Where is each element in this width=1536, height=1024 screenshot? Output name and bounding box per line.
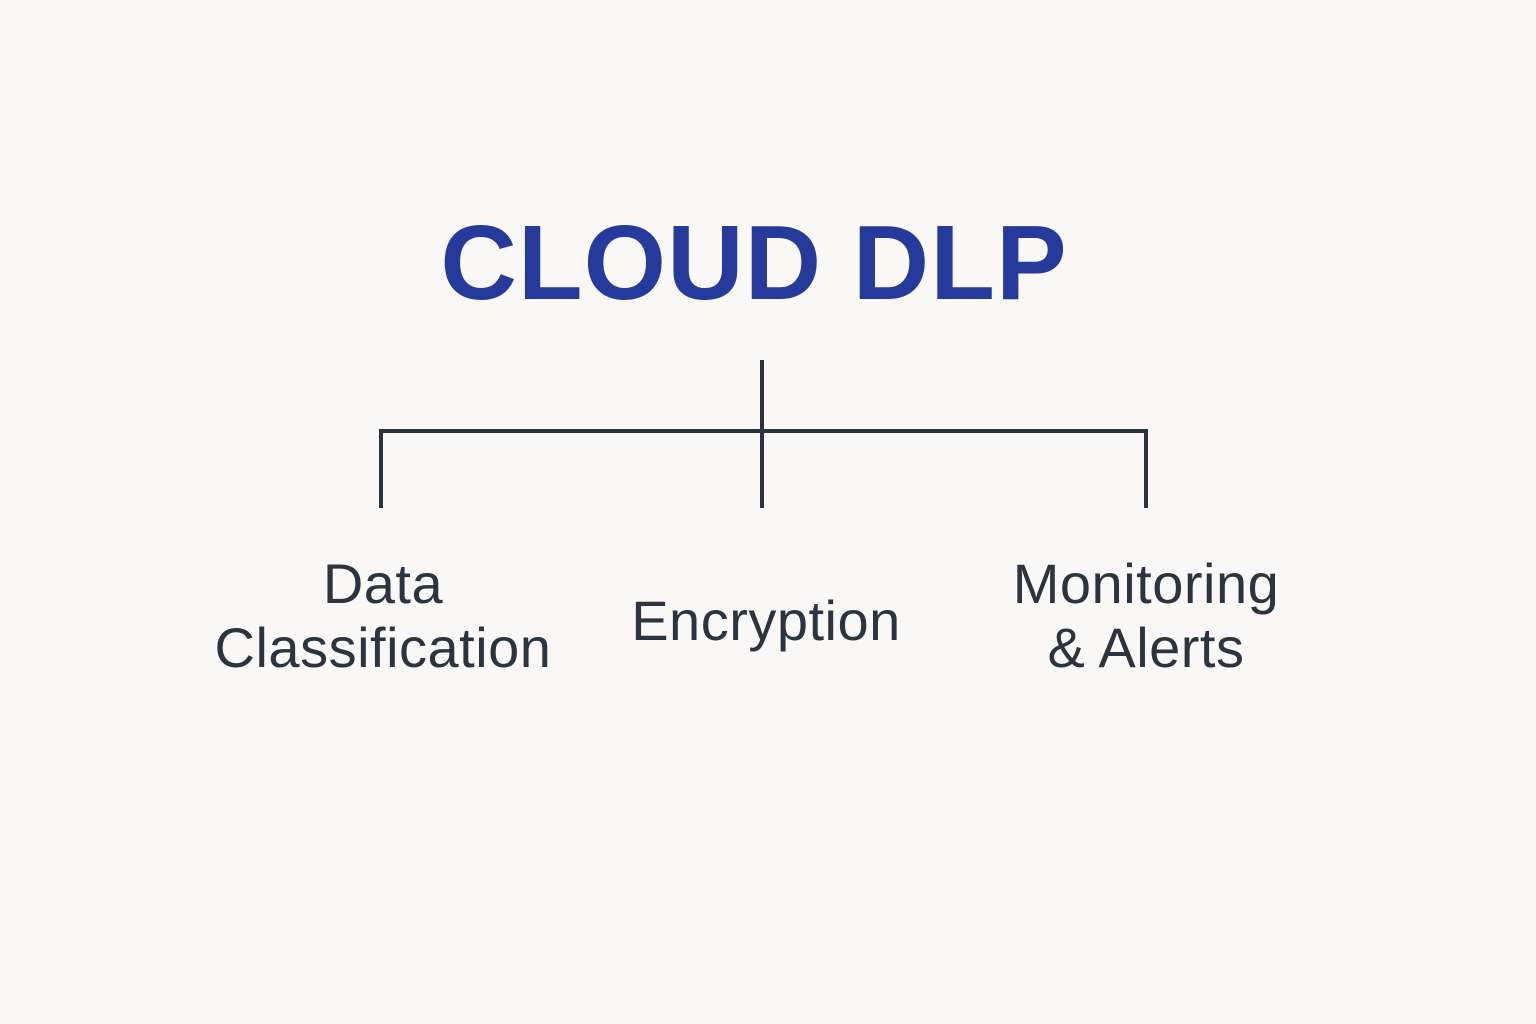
node-label-line: Classification xyxy=(214,616,552,679)
child-node-encryption: Encryption xyxy=(566,589,966,653)
node-label-line: Monitoring xyxy=(1012,552,1280,615)
child-node-data-classification: Data Classification xyxy=(183,552,583,680)
child-node-monitoring-alerts: Monitoring & Alerts xyxy=(946,552,1346,680)
node-label-line: Encryption xyxy=(631,589,901,652)
root-node-title: CLOUD DLP xyxy=(440,204,1068,322)
node-label-line: & Alerts xyxy=(1047,616,1245,679)
node-label-line: Data xyxy=(322,552,444,615)
